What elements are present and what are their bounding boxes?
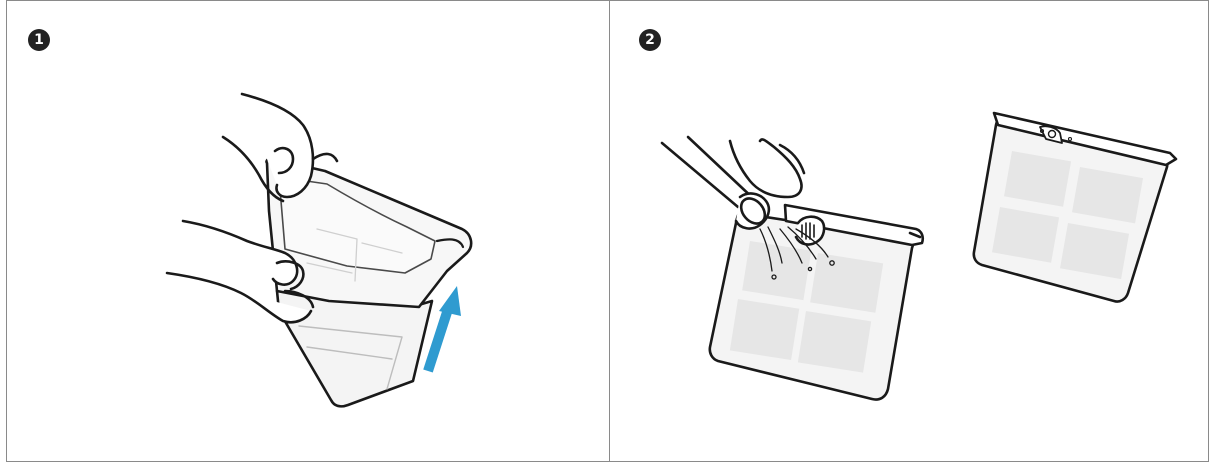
step-2-illustration — [610, 1, 1209, 462]
dry-filter — [974, 113, 1176, 302]
step-1-panel: 1 — [6, 0, 610, 462]
up-arrow-icon — [428, 286, 461, 371]
cleaning-brush — [796, 217, 824, 245]
hand-top — [242, 94, 313, 197]
step-1-illustration — [7, 1, 610, 462]
step-2-panel: 2 — [609, 0, 1209, 462]
